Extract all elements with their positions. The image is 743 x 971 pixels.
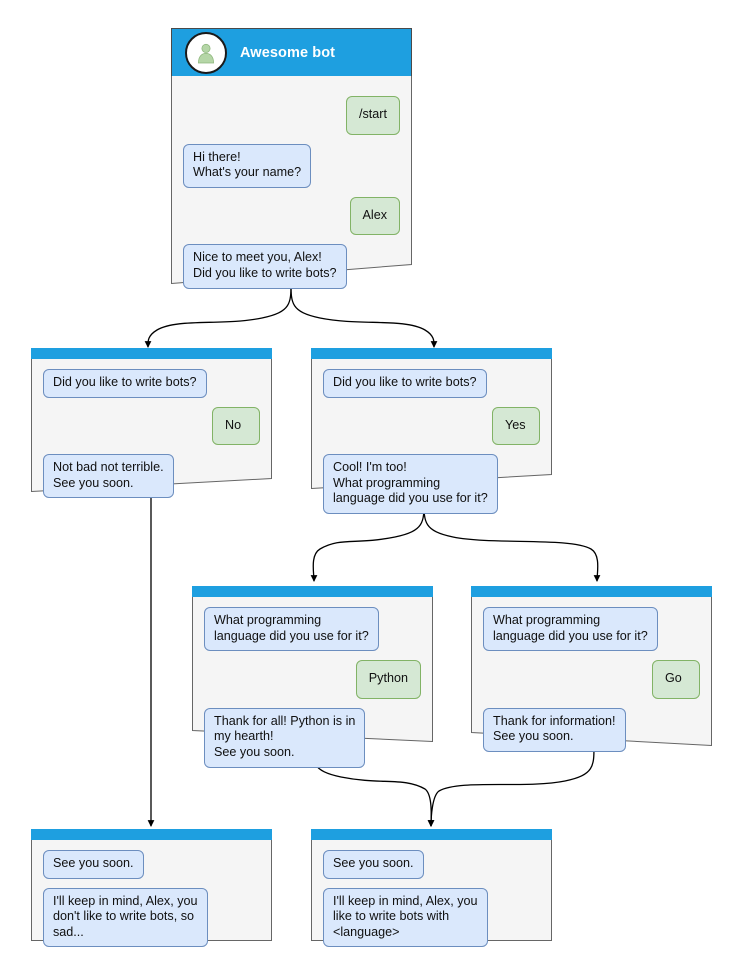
user-message-bubble[interactable]: No <box>212 406 260 446</box>
person-glyph <box>197 43 215 63</box>
bot-message-bubble[interactable]: Nice to meet you, Alex! Did you like to … <box>183 244 347 289</box>
bot-message-bubble[interactable]: Did you like to write bots? <box>323 369 487 398</box>
message-row: Did you like to write bots? <box>43 369 260 398</box>
bot-message-bubble[interactable]: What programming language did you use fo… <box>483 607 658 652</box>
node-root-messages: /start Hi there! What's your name? Alex … <box>171 86 412 298</box>
node-no-branch-messages: Did you like to write bots? No Not bad n… <box>31 359 272 507</box>
node-end-no[interactable]: See you soon. I'll keep in mind, Alex, y… <box>31 829 272 948</box>
message-row: Python <box>204 660 421 699</box>
bot-message-bubble[interactable]: See you soon. <box>43 850 144 879</box>
bot-message-bubble[interactable]: What programming language did you use fo… <box>204 607 379 652</box>
node-root-header: Awesome bot <box>171 28 412 76</box>
message-row: Cool! I'm too! What programming language… <box>323 454 540 514</box>
node-go-branch-header <box>471 586 712 597</box>
node-go-branch[interactable]: What programming language did you use fo… <box>471 586 712 752</box>
message-row: /start <box>183 96 400 135</box>
bot-message-bubble[interactable]: See you soon. <box>323 850 424 879</box>
message-row: See you soon. <box>43 850 260 879</box>
message-row: Hi there! What's your name? <box>183 143 400 188</box>
bot-message-bubble[interactable]: Cool! I'm too! What programming language… <box>323 454 498 514</box>
user-message-bubble[interactable]: Alex <box>349 196 400 236</box>
person-avatar-icon <box>185 31 227 74</box>
node-yes-branch[interactable]: Did you like to write bots? Yes Cool! I'… <box>311 348 552 514</box>
message-row: Yes <box>323 406 540 446</box>
bot-message-bubble[interactable]: I'll keep in mind, Alex, you like to wri… <box>323 887 488 948</box>
message-row: Alex <box>183 196 400 236</box>
node-end-no-messages: See you soon. I'll keep in mind, Alex, y… <box>31 840 272 956</box>
node-no-branch-header <box>31 348 272 359</box>
user-message-bubble[interactable]: Python <box>355 660 421 699</box>
node-end-no-header <box>31 829 272 840</box>
user-message-bubble[interactable]: /start <box>346 96 400 135</box>
bot-message-bubble[interactable]: Hi there! What's your name? <box>183 143 312 188</box>
bot-message-bubble[interactable]: Thank for information! See you soon. <box>483 707 626 752</box>
message-row: No <box>43 406 260 446</box>
message-row: What programming language did you use fo… <box>483 607 700 652</box>
node-no-branch[interactable]: Did you like to write bots? No Not bad n… <box>31 348 272 499</box>
bot-message-bubble[interactable]: Did you like to write bots? <box>43 369 207 398</box>
message-row: Nice to meet you, Alex! Did you like to … <box>183 244 400 289</box>
message-row: Thank for all! Python is in my hearth! S… <box>204 707 421 768</box>
message-row: See you soon. <box>323 850 540 879</box>
node-python-branch-header <box>192 586 433 597</box>
message-row: Thank for information! See you soon. <box>483 707 700 752</box>
bot-message-bubble[interactable]: Not bad not terrible. See you soon. <box>43 454 174 499</box>
message-row: What programming language did you use fo… <box>204 607 421 652</box>
user-message-bubble[interactable]: Go <box>652 660 700 699</box>
node-end-yes-header <box>311 829 552 840</box>
message-row: I'll keep in mind, Alex, you don't like … <box>43 887 260 948</box>
node-end-yes-messages: See you soon. I'll keep in mind, Alex, y… <box>311 840 552 956</box>
message-row: Go <box>483 660 700 699</box>
message-row: Not bad not terrible. See you soon. <box>43 454 260 499</box>
node-go-branch-messages: What programming language did you use fo… <box>471 597 712 761</box>
message-row: I'll keep in mind, Alex, you like to wri… <box>323 887 540 948</box>
user-message-bubble[interactable]: Yes <box>492 406 540 446</box>
bot-message-bubble[interactable]: I'll keep in mind, Alex, you don't like … <box>43 887 208 948</box>
node-yes-branch-messages: Did you like to write bots? Yes Cool! I'… <box>311 359 552 523</box>
bot-message-bubble[interactable]: Thank for all! Python is in my hearth! S… <box>204 707 366 768</box>
node-end-yes[interactable]: See you soon. I'll keep in mind, Alex, y… <box>311 829 552 948</box>
node-python-branch[interactable]: What programming language did you use fo… <box>192 586 433 768</box>
message-row: Did you like to write bots? <box>323 369 540 398</box>
node-python-branch-messages: What programming language did you use fo… <box>192 597 433 777</box>
node-root[interactable]: Awesome bot /start Hi there! What's your… <box>171 28 412 289</box>
node-yes-branch-header <box>311 348 552 359</box>
bot-title: Awesome bot <box>240 44 336 61</box>
